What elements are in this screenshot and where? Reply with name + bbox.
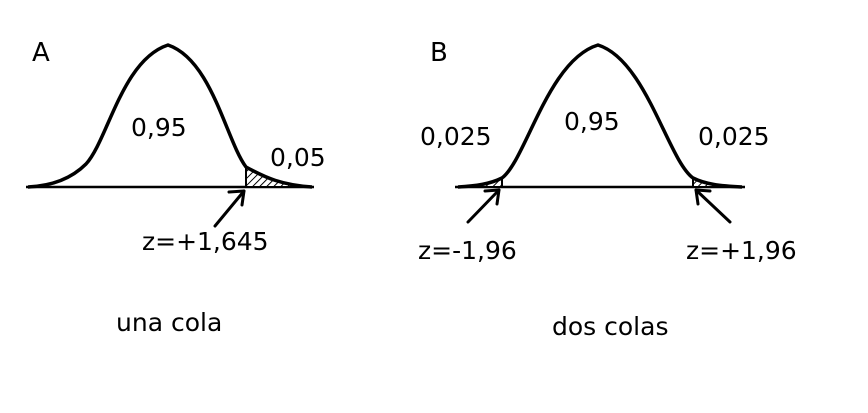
panel-b-bell-curve [457, 43, 743, 189]
panel-b-z-right-label: z=+1,96 [686, 236, 797, 265]
panel-a-bell-curve [27, 43, 313, 189]
panel-a: A 0,95 0,05 z=+1,645 una cola [26, 38, 326, 337]
panel-b: B 0,95 0,025 0,025 z=-1,96 z=+1,96 dos c… [418, 38, 797, 341]
panel-a-caption: una cola [116, 308, 222, 337]
panel-b-z-left-label: z=-1,96 [418, 236, 517, 265]
panel-b-right-z-arrow [694, 188, 732, 224]
panel-b-letter: B [430, 38, 448, 68]
panel-a-z-label: z=+1,645 [142, 227, 269, 256]
panel-b-right-tail-area-label: 0,025 [698, 122, 770, 151]
panel-a-center-area-label: 0,95 [131, 113, 187, 142]
panel-b-center-area-label: 0,95 [564, 107, 620, 136]
panel-a-letter: A [32, 38, 50, 68]
panel-a-tail-area-label: 0,05 [270, 143, 326, 172]
panel-b-left-z-arrow [466, 188, 501, 224]
panel-b-caption: dos colas [552, 312, 668, 341]
panel-b-left-tail-area-label: 0,025 [420, 122, 492, 151]
panel-a-z-arrow [213, 189, 246, 228]
